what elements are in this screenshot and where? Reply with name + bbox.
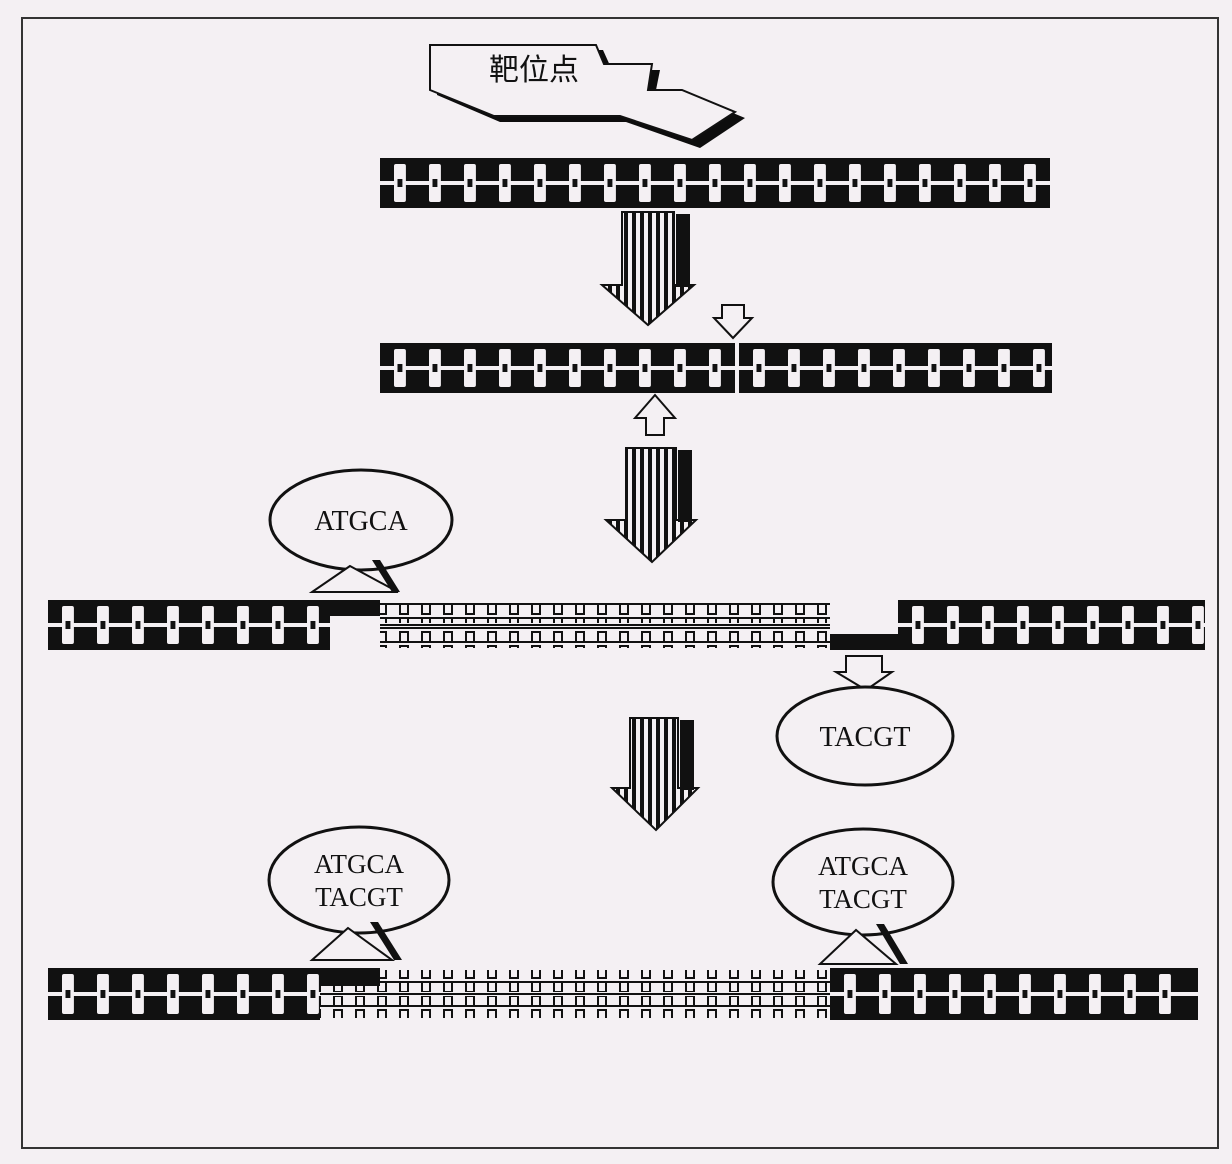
pair-right-top-label: ATGCA bbox=[818, 851, 909, 881]
repaired-pair-circle-left: ATGCA TACGT bbox=[269, 827, 449, 960]
pair-right-bottom-label: TACGT bbox=[819, 884, 907, 914]
dna-strand-with-donor bbox=[48, 600, 1205, 650]
pair-left-bottom-label: TACGT bbox=[315, 882, 403, 912]
target-site-label: 靶位点 bbox=[489, 54, 579, 87]
process-arrow-1 bbox=[602, 212, 694, 325]
sequence-label-atgca: ATGCA bbox=[314, 506, 408, 537]
repaired-pair-circle-right: ATGCA TACGT bbox=[773, 829, 953, 964]
homology-arm-circle-left: ATGCA bbox=[270, 470, 452, 592]
dna-strand-intact bbox=[380, 158, 1050, 208]
pair-left-top-label: ATGCA bbox=[314, 849, 405, 879]
sequence-label-tacgt: TACGT bbox=[819, 722, 910, 753]
dna-strand-repaired bbox=[48, 968, 1198, 1020]
cut-site-arrow-bottom bbox=[635, 395, 675, 435]
target-site-callout: 靶位点 bbox=[430, 45, 745, 148]
process-arrow-3 bbox=[612, 718, 698, 830]
dna-strand-cut bbox=[380, 343, 1052, 393]
cut-site-arrow-top bbox=[714, 305, 752, 338]
homology-arm-circle-right: TACGT bbox=[777, 656, 953, 785]
process-arrow-2 bbox=[606, 448, 696, 562]
